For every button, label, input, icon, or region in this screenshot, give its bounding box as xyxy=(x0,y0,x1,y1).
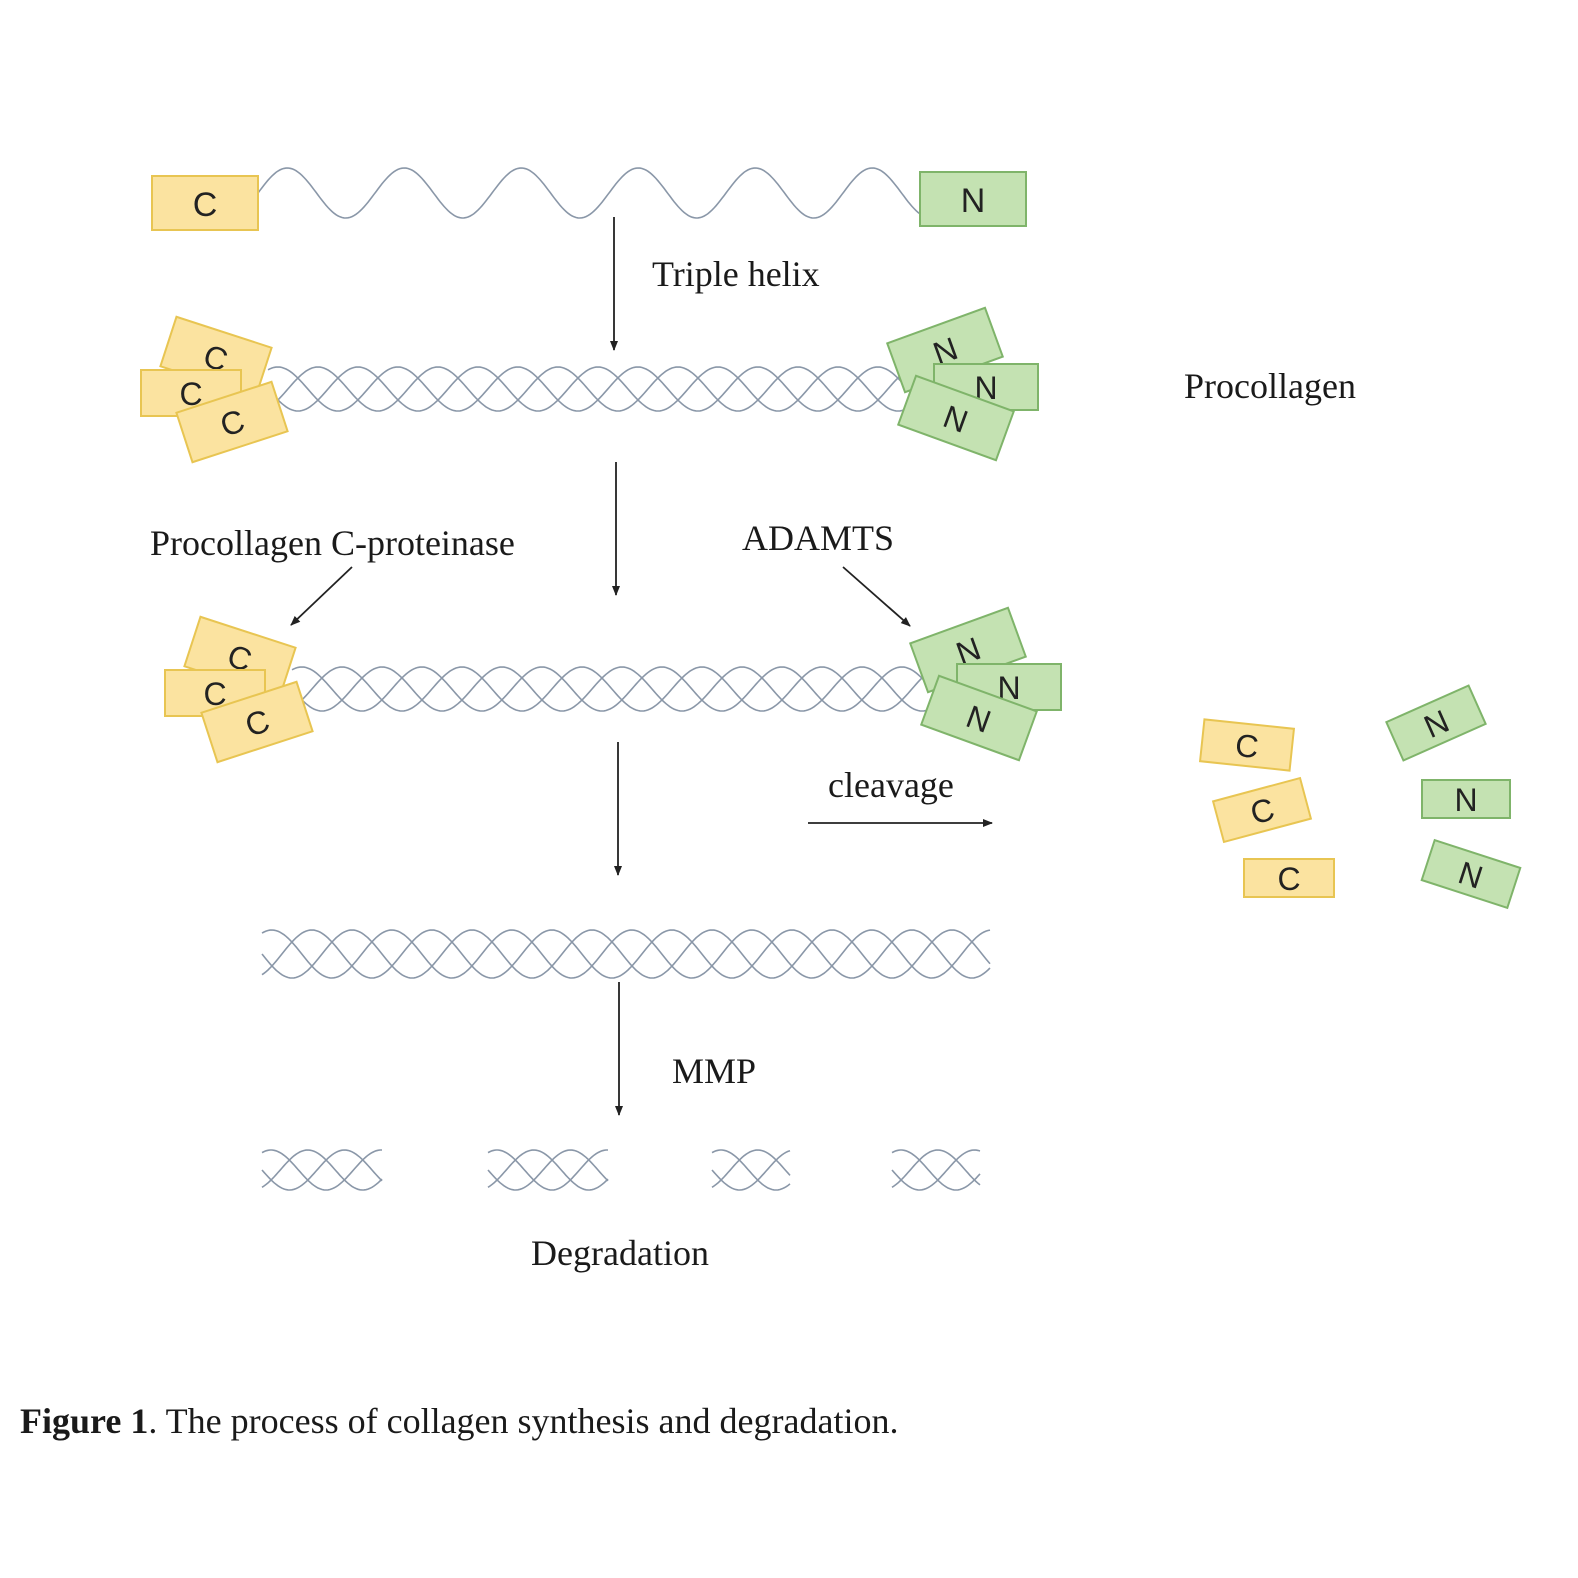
released-c-propeptides: C C C xyxy=(1198,718,1335,898)
n-fragment: N xyxy=(1385,684,1487,762)
helix-strand xyxy=(261,929,991,979)
helix-strand xyxy=(267,366,905,412)
fragment-strand xyxy=(261,1149,382,1191)
fragment-strand xyxy=(261,1149,383,1191)
procollagen-label: Procollagen xyxy=(1184,366,1356,406)
c-box: C xyxy=(200,680,314,764)
single-chain: C N xyxy=(151,167,1027,231)
n-terminal-box: N xyxy=(919,171,1027,227)
helix-strand xyxy=(291,666,929,712)
c-proteinase-label: Procollagen C-proteinase xyxy=(150,523,515,563)
c-proteinase-arrow xyxy=(290,566,353,626)
collagen-fragment xyxy=(891,1149,981,1191)
svg-text:C: C xyxy=(1234,727,1261,765)
fragment-strand xyxy=(891,1149,981,1191)
fragment-strand xyxy=(711,1149,791,1188)
triple-helix-label: Triple helix xyxy=(652,254,820,294)
mmp-label: MMP xyxy=(672,1051,756,1091)
helix-strand xyxy=(261,929,991,979)
caption-text: . The process of collagen synthesis and … xyxy=(148,1401,898,1441)
svg-text:C: C xyxy=(193,186,218,224)
c-fragment: C xyxy=(1211,776,1313,844)
svg-text:C: C xyxy=(203,676,226,712)
c-fragment: C xyxy=(1198,718,1296,772)
triple-helix-strands xyxy=(291,666,929,712)
c-terminal-cluster: C C C xyxy=(164,615,314,764)
collagen-fragment xyxy=(261,1149,383,1191)
fragment-strand xyxy=(711,1149,791,1191)
single-strand xyxy=(257,167,921,219)
adamts-label: ADAMTS xyxy=(742,518,894,558)
fragment-strand xyxy=(891,1149,981,1191)
n-fragment: N xyxy=(1421,779,1511,819)
collagen-fragment xyxy=(487,1149,609,1191)
triple-helix-strands xyxy=(267,366,905,412)
c-box: C xyxy=(175,380,289,464)
procollagen-cleavage-stage: C C C N N N xyxy=(164,606,1062,764)
procollagen-helix: C C C N N N xyxy=(140,306,1039,464)
n-fragment: N xyxy=(1420,838,1522,910)
fragment-strand xyxy=(711,1149,791,1191)
helix-strand xyxy=(267,366,905,412)
svg-text:N: N xyxy=(961,182,986,220)
mature-collagen-helix xyxy=(261,929,991,979)
adamts-arrow xyxy=(842,566,911,627)
degradation-label: Degradation xyxy=(531,1233,709,1273)
c-terminal-box: C xyxy=(151,175,259,231)
fragment-strand xyxy=(891,1149,981,1188)
helix-strand xyxy=(261,929,991,979)
svg-text:C: C xyxy=(179,376,202,412)
collagen-fragment xyxy=(711,1149,791,1191)
fragment-strand xyxy=(487,1149,609,1191)
degraded-fragments xyxy=(261,1149,981,1191)
n-terminal-cluster: N N N xyxy=(908,606,1062,762)
c-terminal-cluster: C C C xyxy=(140,315,289,464)
caption-bold: Figure 1 xyxy=(20,1401,148,1441)
n-box: N xyxy=(896,374,1016,462)
cleavage-label: cleavage xyxy=(828,765,954,805)
fragment-strand xyxy=(487,1149,609,1191)
helix-strand xyxy=(291,666,929,712)
c-fragment: C xyxy=(1243,858,1335,898)
figure-caption: Figure 1. The process of collagen synthe… xyxy=(20,1401,898,1441)
svg-text:N: N xyxy=(1454,782,1477,818)
svg-text:C: C xyxy=(1277,861,1300,897)
n-box: N xyxy=(919,674,1039,762)
fragment-strand xyxy=(487,1149,608,1191)
n-terminal-cluster: N N N xyxy=(885,306,1039,462)
released-n-propeptides: N N N xyxy=(1385,684,1522,910)
fragment-strand xyxy=(261,1149,383,1191)
svg-text:N: N xyxy=(997,670,1020,706)
svg-text:N: N xyxy=(974,370,997,406)
